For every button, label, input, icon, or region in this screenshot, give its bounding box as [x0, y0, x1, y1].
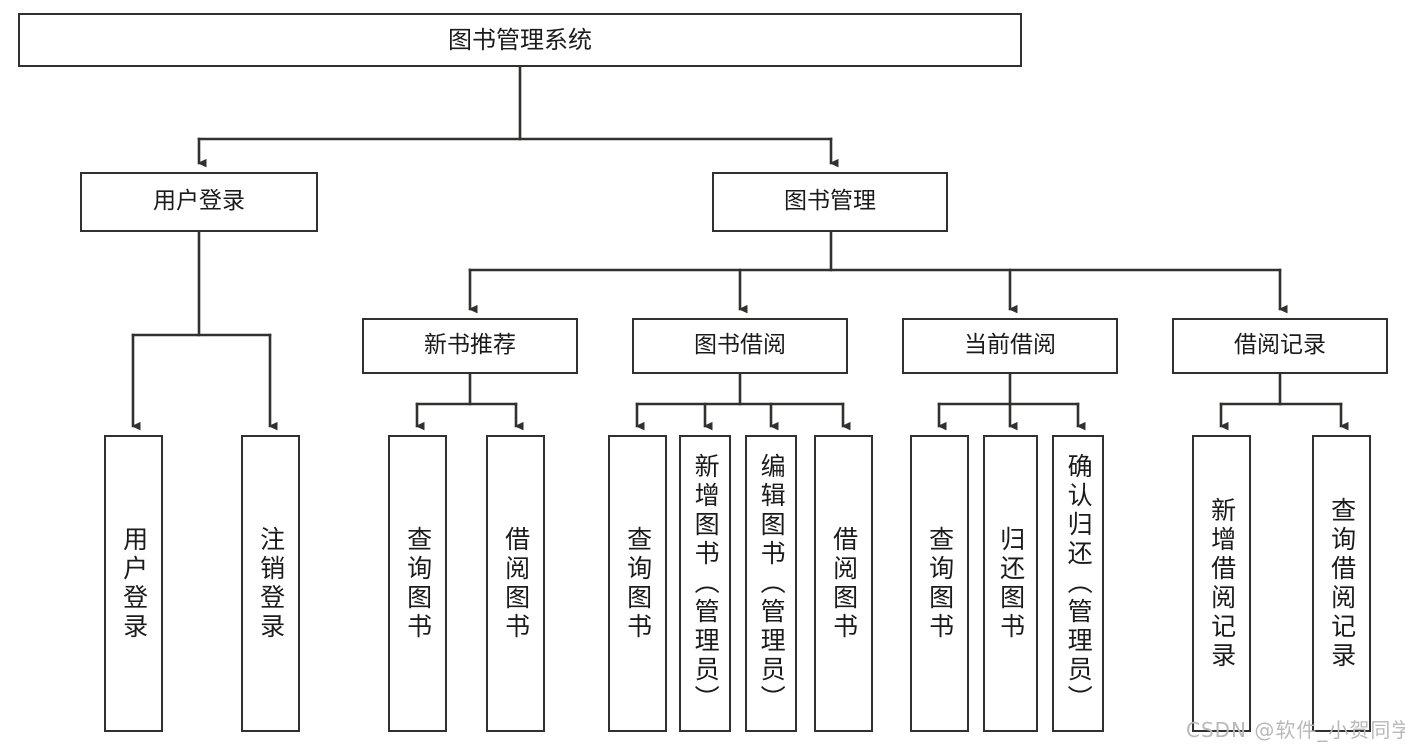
node-leaf-query-book-3-label: 查询图书: [925, 525, 955, 642]
node-leaf-return-book[interactable]: 归还图书: [983, 435, 1038, 732]
node-leaf-query-record-label: 查询借阅记录: [1327, 496, 1357, 671]
node-leaf-add-book-label: 新增图书（管理员）: [691, 453, 721, 714]
node-current-borrow[interactable]: 当前借阅: [902, 318, 1118, 374]
node-borrow-record-label: 借阅记录: [1234, 332, 1326, 359]
node-leaf-add-book[interactable]: 新增图书（管理员）: [679, 435, 731, 732]
node-leaf-query-book-2-label: 查询图书: [623, 525, 653, 642]
node-leaf-logout-label: 注销登录: [256, 525, 286, 642]
node-leaf-user-login-label: 用户登录: [119, 525, 149, 642]
node-leaf-confirm-return[interactable]: 确认归还（管理员）: [1052, 435, 1104, 732]
node-book-borrow-label: 图书借阅: [694, 332, 786, 359]
node-leaf-add-record[interactable]: 新增借阅记录: [1192, 435, 1251, 732]
node-root-label: 图书管理系统: [448, 25, 592, 54]
node-user-login-label: 用户登录: [153, 188, 245, 215]
node-leaf-borrow-book-1[interactable]: 借阅图书: [486, 435, 545, 732]
node-new-book-recommend[interactable]: 新书推荐: [362, 318, 578, 374]
node-leaf-return-book-label: 归还图书: [996, 525, 1026, 642]
node-current-borrow-label: 当前借阅: [964, 332, 1056, 359]
node-leaf-query-book-1[interactable]: 查询图书: [388, 435, 447, 732]
node-leaf-edit-book[interactable]: 编辑图书（管理员）: [745, 435, 797, 732]
node-leaf-query-book-3[interactable]: 查询图书: [910, 435, 969, 732]
node-leaf-query-record[interactable]: 查询借阅记录: [1312, 435, 1371, 732]
node-borrow-record[interactable]: 借阅记录: [1172, 318, 1388, 374]
node-user-login[interactable]: 用户登录: [80, 172, 318, 232]
node-book-borrow[interactable]: 图书借阅: [632, 318, 848, 374]
node-leaf-user-login[interactable]: 用户登录: [104, 435, 163, 732]
node-leaf-confirm-return-label: 确认归还（管理员）: [1064, 453, 1094, 714]
node-book-manage[interactable]: 图书管理: [712, 172, 948, 232]
node-book-manage-label: 图书管理: [784, 188, 876, 215]
node-leaf-borrow-book-2-label: 借阅图书: [829, 525, 859, 642]
node-leaf-edit-book-label: 编辑图书（管理员）: [757, 453, 787, 714]
node-leaf-query-book-1-label: 查询图书: [403, 525, 433, 642]
node-root[interactable]: 图书管理系统: [18, 13, 1022, 67]
node-leaf-logout[interactable]: 注销登录: [241, 435, 300, 732]
node-leaf-query-book-2[interactable]: 查询图书: [608, 435, 667, 732]
node-leaf-borrow-book-1-label: 借阅图书: [501, 525, 531, 642]
node-leaf-add-record-label: 新增借阅记录: [1207, 496, 1237, 671]
node-new-book-recommend-label: 新书推荐: [424, 332, 516, 359]
node-leaf-borrow-book-2[interactable]: 借阅图书: [814, 435, 873, 732]
